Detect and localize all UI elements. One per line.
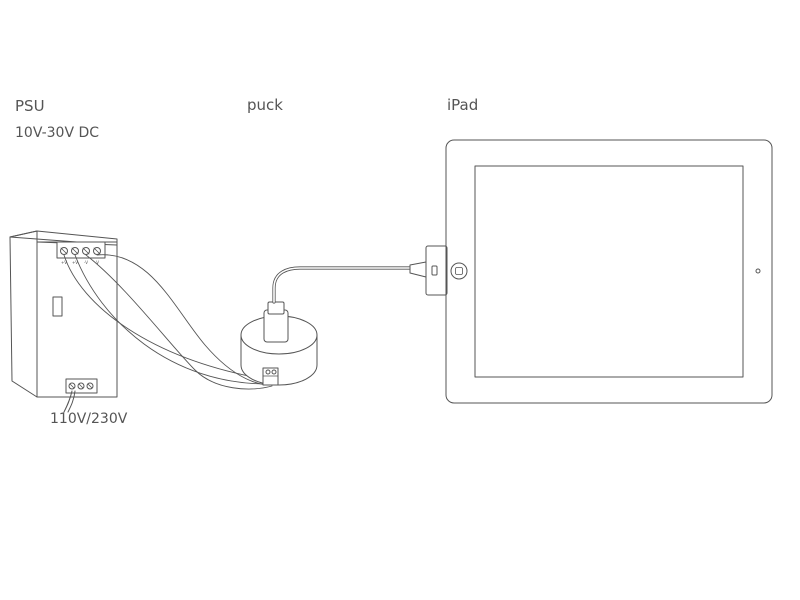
psu-front-face [37, 242, 117, 397]
psu-terminal-marking: +V [61, 260, 67, 265]
puck-terminal [263, 368, 278, 385]
psu-unit: +V +V -V -V [10, 231, 117, 397]
psu-dc-terminal-screw [83, 248, 90, 255]
puck-label: puck [247, 96, 283, 114]
psu-dc-terminal-screw [61, 248, 68, 255]
psu-terminal-marking: -V [95, 260, 99, 265]
psu-ac-terminal-screw [69, 383, 75, 389]
psu-terminal-marking: -V [84, 260, 88, 265]
psu-ac-terminal-screw [87, 383, 93, 389]
psu-dc-terminal-screw [72, 248, 79, 255]
ipad-camera [756, 269, 760, 273]
psu-terminal-marking: +V [72, 260, 78, 265]
psu-left-face [10, 231, 37, 397]
dock-connector [410, 246, 447, 295]
psu-ac-terminal-screw [78, 383, 84, 389]
puck-usb-port [264, 310, 288, 342]
dc-wire-2 [75, 255, 270, 384]
ipad-bezel [446, 140, 772, 403]
dc-wires [64, 255, 275, 389]
psu-label: PSU [15, 97, 45, 115]
dc-wire-4 [97, 255, 275, 385]
ipad-screen [475, 166, 743, 377]
usb-plug [268, 302, 284, 314]
dc-wire-3 [86, 255, 272, 389]
psu-voltage-label: 10V-30V DC [15, 125, 100, 141]
charging-cable [274, 268, 410, 302]
ipad-label: iPad [447, 96, 479, 114]
psu-dc-terminal-screw [94, 248, 101, 255]
ipad-home-button [451, 263, 467, 279]
dc-wire-1 [64, 255, 270, 380]
psu-dc-terminal-block [57, 242, 105, 258]
mains-wires [64, 391, 75, 412]
mains-voltage-label: 110V/230V [50, 411, 128, 427]
puck-device [241, 302, 317, 385]
psu-indicator-slot [53, 297, 62, 316]
ipad-device [446, 140, 772, 403]
